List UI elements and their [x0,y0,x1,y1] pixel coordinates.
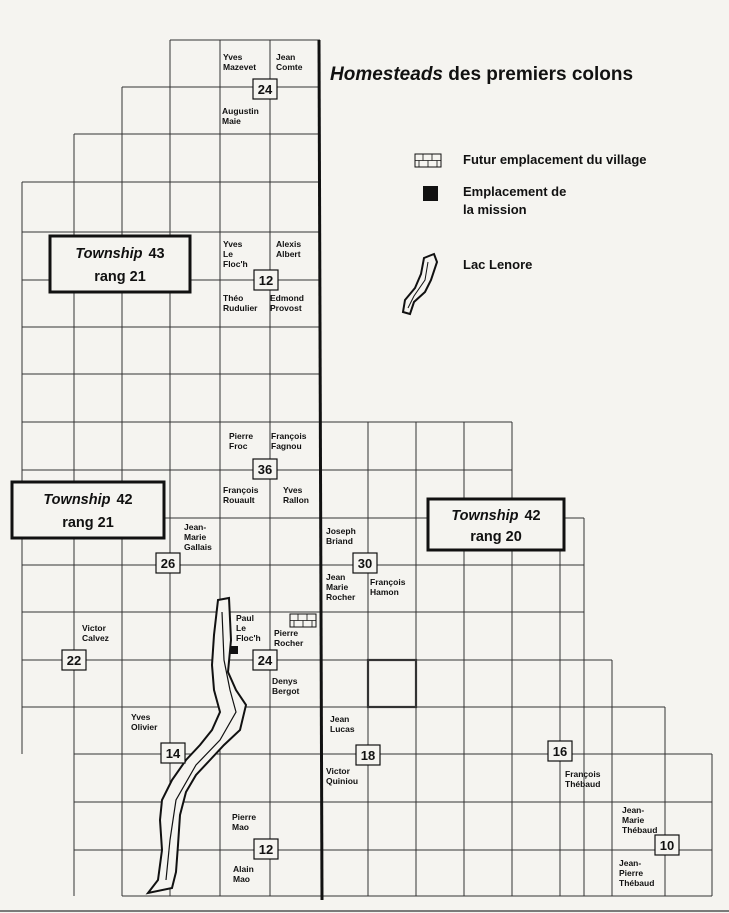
survey-grid [21,39,713,897]
mission-marker [230,646,238,654]
section-box: 26 [155,552,181,574]
svg-text:rang 20: rang 20 [470,529,522,545]
range-boundary-line [317,39,324,901]
section-box: 22 [61,649,87,671]
lake-shape-icon [401,252,439,316]
legend-mission-label-2: la mission [463,202,527,217]
svg-text:30: 30 [358,556,372,571]
section-box: 12 [253,269,279,291]
svg-text:24: 24 [258,82,273,97]
black-square-mission-icon [423,186,438,201]
village-marker [289,613,317,628]
svg-text:18: 18 [361,748,375,763]
svg-text:36: 36 [258,462,272,477]
svg-text:rang 21: rang 21 [62,515,114,531]
section-box: 18 [355,744,381,766]
brick-village-icon [414,153,442,168]
section-box: 30 [352,552,378,574]
svg-text:24: 24 [258,653,273,668]
lac-lenore-lake [145,596,248,895]
map-title: Homesteads des premiers colons [330,64,633,85]
section-box: 16 [547,740,573,762]
svg-text:14: 14 [166,746,181,761]
svg-text:12: 12 [259,842,273,857]
svg-text:22: 22 [67,653,81,668]
legend-mission-label: Emplacement de [463,184,566,199]
section-box: 24 [252,649,278,671]
section-box: 10 [654,834,680,856]
section-box: 24 [252,78,278,100]
svg-text:16: 16 [553,744,567,759]
svg-text:10: 10 [660,838,674,853]
section-box: 14 [160,742,186,764]
section-numbers: 24 12 36 26 30 22 24 14 18 16 12 10 [61,78,680,860]
section-box: 36 [252,458,278,480]
legend-village-label: Futur emplacement du village [463,152,647,167]
svg-text:rang 21: rang 21 [94,269,146,285]
legend: Futur emplacement du village Emplacement… [401,152,647,316]
svg-text:12: 12 [259,273,273,288]
section-box: 12 [253,838,279,860]
legend-lake-label: Lac Lenore [463,257,532,272]
svg-text:26: 26 [161,556,175,571]
